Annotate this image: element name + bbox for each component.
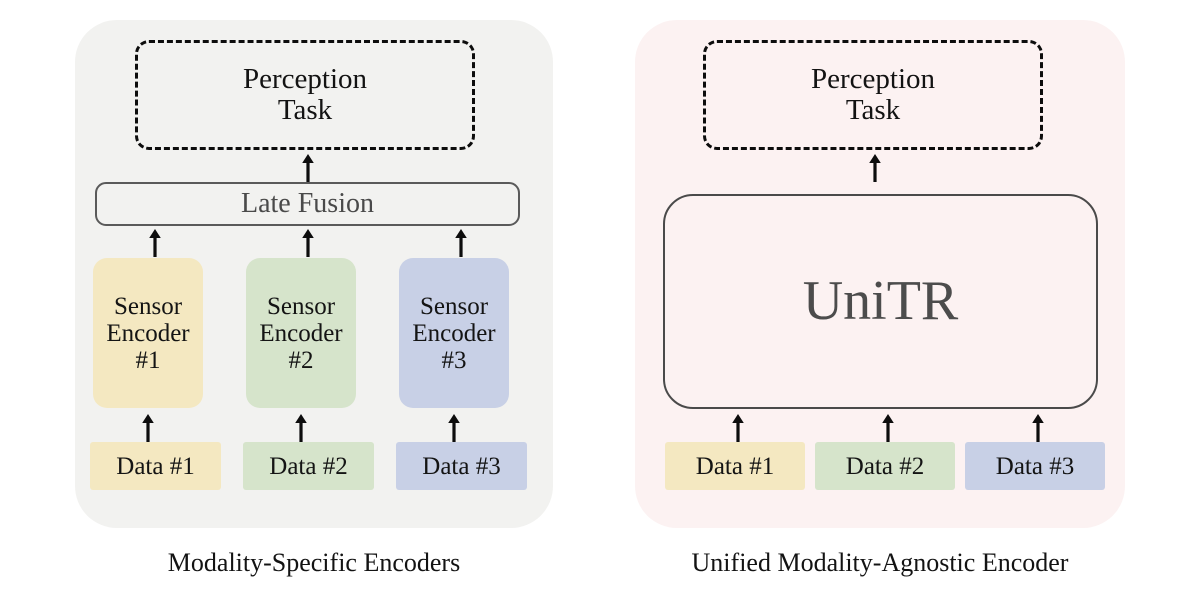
sensor-encoder-1-line3: #1 <box>135 346 161 374</box>
late-fusion-label: Late Fusion <box>241 187 374 219</box>
arrow-up-icon-unitr-to-task <box>867 154 883 182</box>
arrow-up-icon-right-data3-to-unitr <box>1030 414 1046 442</box>
right-perception-task-line2: Task <box>845 94 901 126</box>
left-perception-task-box: Perception Task <box>135 40 475 150</box>
sensor-encoder-3-line3: #3 <box>441 346 467 374</box>
sensor-encoder-2-line1: Sensor <box>266 292 336 320</box>
sensor-encoder-1-line2: Encoder <box>106 319 190 347</box>
left-data-2-box: Data #2 <box>243 442 374 490</box>
sensor-encoder-3-box: Sensor Encoder #3 <box>399 258 509 408</box>
right-data-1-label: Data #1 <box>695 452 775 480</box>
unitr-box: UniTR <box>663 194 1098 409</box>
sensor-encoder-1-line1: Sensor <box>113 292 183 320</box>
right-data-3-box: Data #3 <box>965 442 1105 490</box>
left-data-1-box: Data #1 <box>90 442 221 490</box>
right-perception-task-line1: Perception <box>810 62 935 95</box>
sensor-encoder-3-line1: Sensor <box>419 292 489 320</box>
caption-right: Unified Modality-Agnostic Encoder <box>691 548 1069 577</box>
left-data-3-label: Data #3 <box>422 452 501 480</box>
right-data-3-label: Data #3 <box>995 452 1075 480</box>
arrow-up-icon-encoder2-to-fusion <box>300 229 316 257</box>
unitr-label: UniTR <box>802 270 959 333</box>
left-perception-task-line1: Perception <box>242 62 367 95</box>
arrow-up-icon-data1-to-encoder1 <box>140 414 156 442</box>
arrow-up-icon-encoder3-to-fusion <box>453 229 469 257</box>
left-perception-task-line2: Task <box>277 94 333 126</box>
sensor-encoder-2-line3: #2 <box>288 346 314 374</box>
left-data-1-label: Data #1 <box>116 452 195 480</box>
arrow-up-icon-right-data1-to-unitr <box>730 414 746 442</box>
arrow-up-icon-right-data2-to-unitr <box>880 414 896 442</box>
right-data-1-box: Data #1 <box>665 442 805 490</box>
panel-modality-specific: Perception Task Late Fusion Sensor E <box>75 20 553 528</box>
arrow-up-icon-encoder1-to-fusion <box>147 229 163 257</box>
right-data-2-label: Data #2 <box>845 452 925 480</box>
sensor-encoder-3-line2: Encoder <box>412 319 496 347</box>
left-data-3-box: Data #3 <box>396 442 527 490</box>
arrow-up-icon-fusion-to-task <box>300 154 316 182</box>
caption-left: Modality-Specific Encoders <box>167 548 461 577</box>
right-data-2-box: Data #2 <box>815 442 955 490</box>
panel-unified-encoder: Perception Task UniTR Data #1 <box>635 20 1125 528</box>
left-data-2-label: Data #2 <box>269 452 348 480</box>
sensor-encoder-2-box: Sensor Encoder #2 <box>246 258 356 408</box>
arrow-up-icon-data2-to-encoder2 <box>293 414 309 442</box>
right-perception-task-box: Perception Task <box>703 40 1043 150</box>
sensor-encoder-2-line2: Encoder <box>259 319 343 347</box>
sensor-encoder-1-box: Sensor Encoder #1 <box>93 258 203 408</box>
late-fusion-box: Late Fusion <box>95 182 520 226</box>
arrow-up-icon-data3-to-encoder3 <box>446 414 462 442</box>
